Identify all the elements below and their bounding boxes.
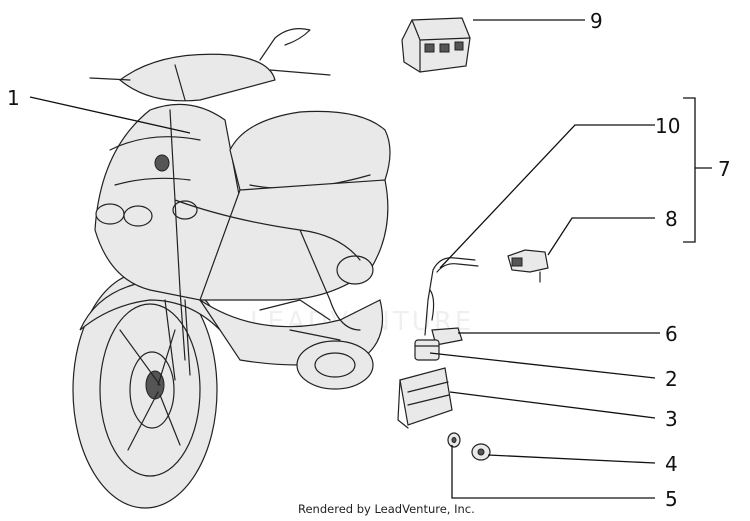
- callout-10: 10: [655, 114, 680, 138]
- callout-7: 7: [718, 157, 731, 181]
- callout-8: 8: [665, 207, 678, 231]
- callout-1: 1: [7, 86, 20, 110]
- part-8-connector: [507, 249, 549, 283]
- callout-3: 3: [665, 407, 678, 431]
- scooter-illustration: [72, 28, 391, 509]
- leader-lines: [29, 19, 712, 499]
- part-3-regulator: [397, 367, 453, 429]
- callout-9: 9: [590, 9, 603, 33]
- part-4-nut: [471, 443, 491, 461]
- part-10-wire-harness: [424, 257, 479, 336]
- part-9-fuse-box: [401, 17, 471, 73]
- render-credit: Rendered by LeadVenture, Inc.: [298, 502, 475, 516]
- callout-4: 4: [665, 452, 678, 476]
- callout-5: 5: [665, 487, 678, 511]
- callout-2: 2: [665, 367, 678, 391]
- callout-6: 6: [665, 322, 678, 346]
- part-2-relay: [414, 339, 440, 361]
- part-5-washer: [447, 432, 461, 448]
